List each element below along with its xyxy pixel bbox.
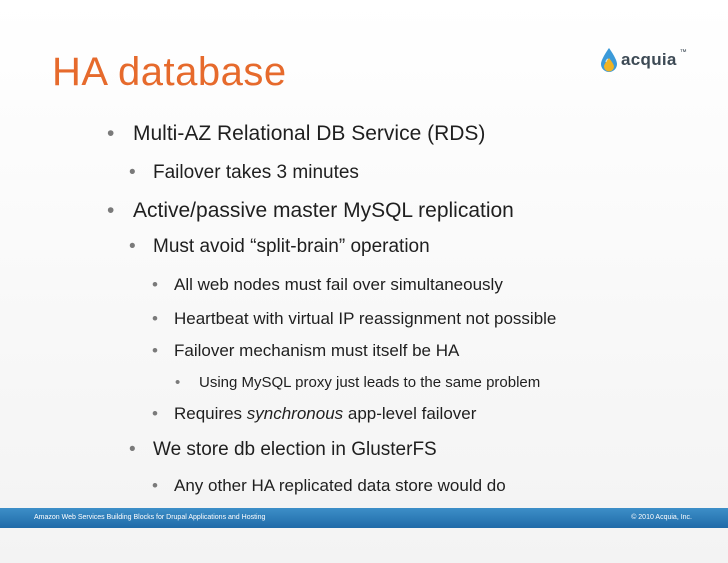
- bullet-text: Multi-AZ Relational DB Service (RDS): [133, 122, 486, 145]
- bullet-text: Must avoid “split-brain” operation: [153, 236, 430, 257]
- bullet-icon: •: [107, 122, 115, 145]
- bullet-icon: •: [129, 236, 136, 257]
- bullet-icon: •: [107, 199, 115, 222]
- bullet-rds: • Multi-AZ Relational DB Service (RDS): [107, 123, 485, 144]
- bullet-text-emphasis: synchronous: [246, 404, 344, 423]
- bullet-mysql-proxy: • Using MySQL proxy just leads to the sam…: [175, 375, 540, 390]
- logo-wordmark: acquia: [621, 50, 677, 69]
- acquia-logo: acquia ™: [600, 40, 687, 80]
- bullet-mechanism-ha: • Failover mechanism must itself be HA: [152, 342, 459, 359]
- bullet-icon: •: [152, 309, 158, 328]
- drop-icon: [601, 48, 617, 72]
- bullet-text: Heartbeat with virtual IP reassignment n…: [174, 309, 557, 328]
- trademark-mark: ™: [679, 49, 687, 56]
- bullet-icon: •: [175, 374, 181, 391]
- slide-title: HA database: [52, 50, 287, 94]
- bullet-glusterfs: • We store db election in GlusterFS: [129, 440, 437, 459]
- bullet-web-nodes: • All web nodes must fail over simultaneo…: [152, 276, 503, 293]
- bullet-text-post: app-level failover: [343, 404, 477, 423]
- bullet-text: Active/passive master MySQL replication: [133, 199, 514, 222]
- bullet-icon: •: [152, 275, 158, 294]
- bullet-text-pre: Requires: [174, 404, 247, 423]
- footer-bar: Amazon Web Services Building Blocks for …: [0, 508, 728, 528]
- bullet-icon: •: [129, 162, 136, 183]
- bullet-failover-time: • Failover takes 3 minutes: [129, 163, 359, 182]
- bullet-synchronous: • Requires synchronous app-level failover: [152, 405, 476, 422]
- bullet-split-brain: • Must avoid “split-brain” operation: [129, 237, 430, 256]
- bullet-text: All web nodes must fail over simultaneou…: [174, 275, 503, 294]
- bullet-text: Failover takes 3 minutes: [153, 162, 359, 183]
- bullet-any-store: • Any other HA replicated data store woul…: [152, 477, 506, 494]
- footer-copyright: © 2010 Acquia, Inc.: [631, 514, 692, 521]
- footer-title: Amazon Web Services Building Blocks for …: [34, 514, 266, 521]
- bullet-replication: • Active/passive master MySQL replication: [107, 200, 514, 221]
- bullet-text: Any other HA replicated data store would…: [174, 476, 506, 495]
- bullet-icon: •: [152, 341, 158, 360]
- bullet-icon: •: [152, 476, 158, 495]
- bullet-text: Using MySQL proxy just leads to the same…: [199, 374, 541, 391]
- bullet-heartbeat: • Heartbeat with virtual IP reassignment …: [152, 310, 556, 327]
- bullet-text: Failover mechanism must itself be HA: [174, 341, 460, 360]
- bullet-icon: •: [152, 404, 158, 423]
- bullet-text: We store db election in GlusterFS: [153, 439, 437, 460]
- bullet-icon: •: [129, 439, 136, 460]
